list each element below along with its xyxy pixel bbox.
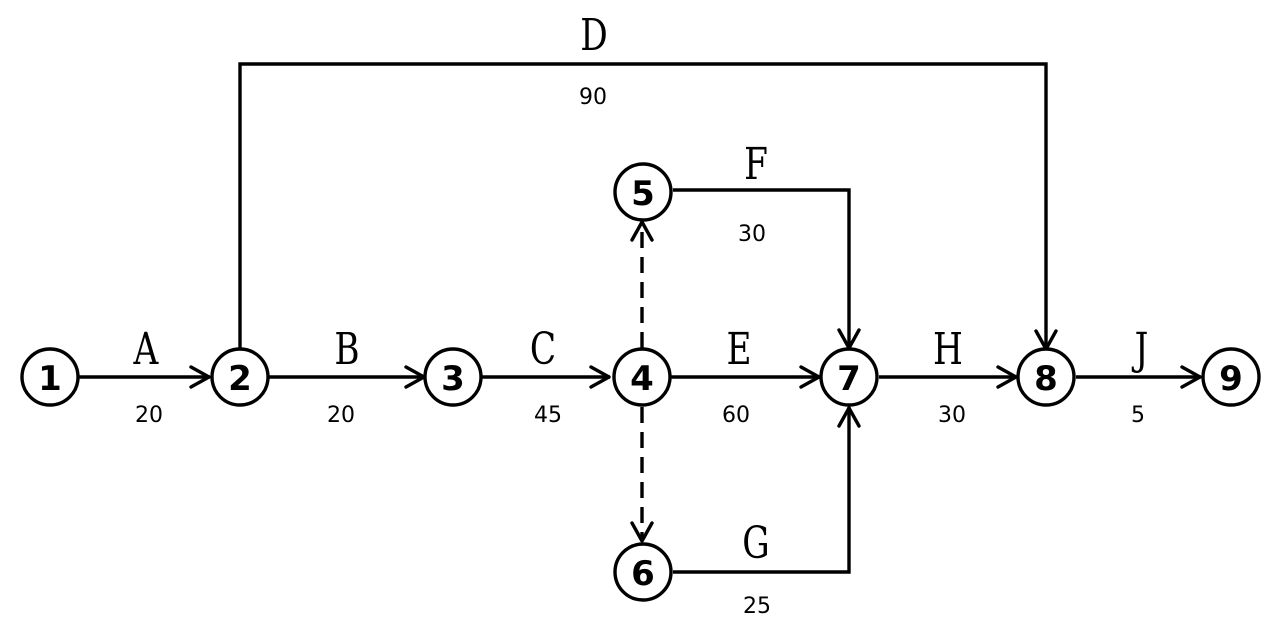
duration-label-D: 90 [579,85,607,110]
dummy-edge-4-6-arrowhead [630,521,654,543]
duration-label-B: 20 [327,403,355,428]
edge-D: D 90 [238,10,1058,351]
node-7-circle [819,347,879,407]
dummy-edge-4-5 [630,220,654,348]
node-6: 6 [613,542,673,602]
duration-label-A: 20 [135,403,163,428]
edge-A: A 20 [78,324,211,428]
edge-E-arrowhead [799,365,821,389]
node-7-label: 7 [837,359,861,399]
duration-label-F: 30 [738,222,766,247]
activity-label-C: C [530,324,556,375]
node-5-label: 5 [631,174,655,214]
edge-A-arrowhead [189,365,211,389]
node-1-label: 1 [38,359,62,399]
edges: A 20 B 20 C 45 D 90 E 60 [78,10,1202,619]
edge-D-line [238,62,1048,351]
duration-label-J: 5 [1131,403,1145,428]
dummy-edge-4-5-arrowhead [630,220,654,242]
node-6-circle [613,542,673,602]
activity-label-A: A [133,324,159,375]
edge-F: F 30 [673,139,861,350]
node-5: 5 [613,162,673,222]
node-6-label: 6 [631,554,655,594]
node-9-circle [1201,347,1261,407]
node-4-label: 4 [630,359,654,399]
activity-label-G: G [742,518,769,569]
edge-G-line [673,407,851,574]
activity-label-F: F [744,139,768,190]
edge-B: B 20 [266,324,426,428]
activity-label-D: D [580,10,608,61]
node-2-label: 2 [228,359,252,399]
activity-label-J: J [1131,324,1148,375]
node-9: 9 [1201,347,1261,407]
node-4-circle [612,347,672,407]
edge-H: H 30 [879,324,1018,428]
node-2: 2 [210,347,270,407]
duration-label-E: 60 [722,403,750,428]
edge-G: G 25 [673,406,861,619]
edge-C-arrowhead [589,365,611,389]
node-9-label: 9 [1219,359,1243,399]
node-8: 8 [1016,347,1076,407]
node-3-circle [423,347,483,407]
duration-label-C: 45 [534,403,562,428]
activity-label-H: H [933,324,963,375]
edge-G-arrowhead [837,406,861,428]
node-7: 7 [819,347,879,407]
node-3: 3 [423,347,483,407]
edge-C: C 45 [481,324,611,428]
activity-label-B: B [334,324,359,375]
node-1-circle [20,347,80,407]
nodes: 1 2 3 4 5 6 7 8 [20,162,1261,602]
edge-E: E 60 [670,324,821,428]
duration-label-H: 30 [938,403,966,428]
activity-label-E: E [726,324,751,375]
node-4: 4 [612,347,672,407]
duration-label-G: 25 [743,594,771,619]
node-8-label: 8 [1034,359,1058,399]
edge-J: J 5 [1076,324,1202,428]
node-8-circle [1016,347,1076,407]
node-2-circle [210,347,270,407]
node-5-circle [613,162,673,222]
edge-H-arrowhead [996,365,1018,389]
edge-J-arrowhead [1180,365,1202,389]
node-3-label: 3 [441,359,465,399]
node-1: 1 [20,347,80,407]
dummy-edge-4-6 [630,407,654,543]
edge-F-line [673,188,851,349]
